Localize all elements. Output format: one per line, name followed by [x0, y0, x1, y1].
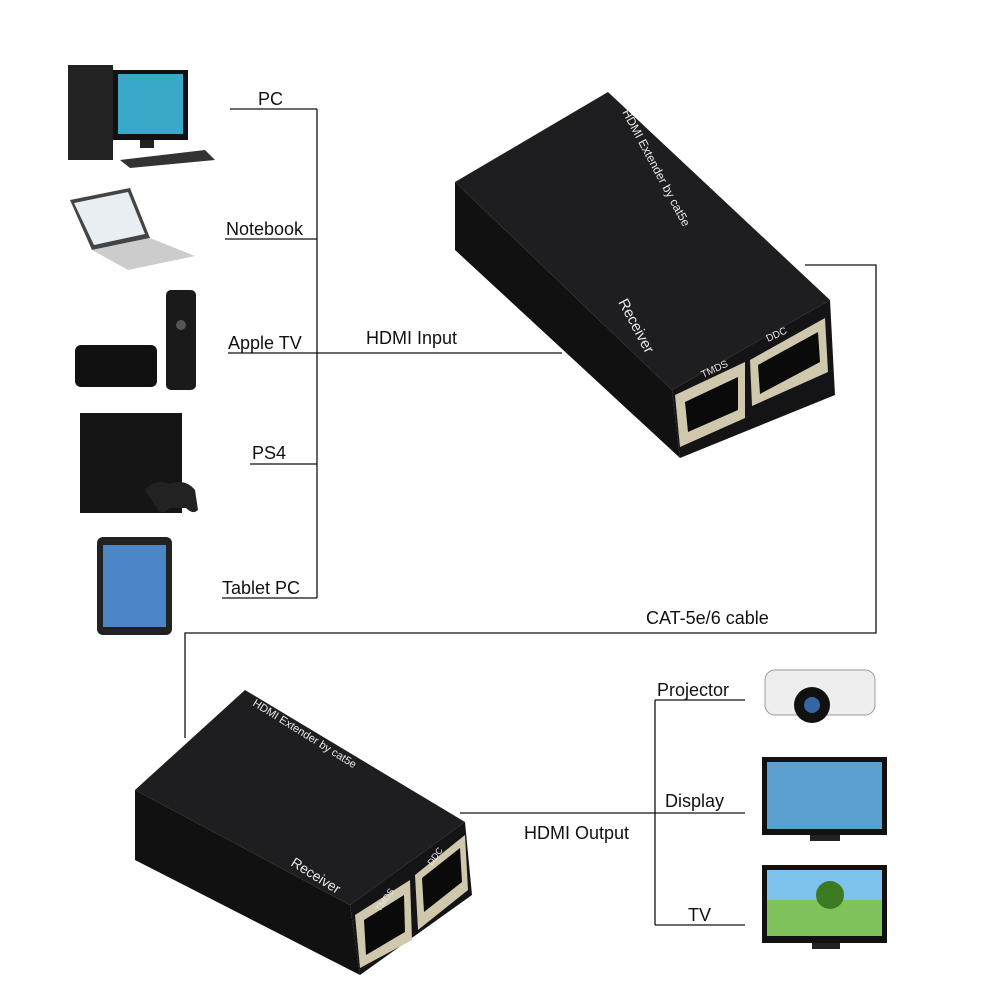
game-console-icon: [80, 413, 198, 513]
port-hole: [422, 848, 462, 912]
desktop-pc-icon: [68, 65, 215, 168]
extender-side: [455, 182, 680, 458]
label-tv: TV: [688, 905, 711, 925]
laptop-icon: [70, 188, 195, 270]
label-apple-tv: Apple TV: [228, 333, 302, 353]
extender-side: [135, 790, 360, 975]
label-tablet: Tablet PC: [222, 578, 300, 598]
extender-top: HDMI Extender by cat5e Receiver TMDS DDC: [455, 92, 835, 458]
apple-tv-icon: [75, 290, 196, 390]
monitor-icon: [762, 757, 887, 841]
label-notebook: Notebook: [226, 219, 304, 239]
label-cat-cable: CAT-5e/6 cable: [646, 608, 769, 628]
label-hdmi-input: HDMI Input: [366, 328, 457, 348]
port-hole: [364, 895, 405, 955]
label-projector: Projector: [657, 680, 729, 700]
tv-icon: [762, 865, 887, 949]
label-ps4: PS4: [252, 443, 286, 463]
label-pc: PC: [258, 89, 283, 109]
port-hole: [685, 377, 738, 432]
port-hole: [758, 332, 820, 394]
cat-cable-line: [184, 264, 877, 738]
connector-lines: [184, 108, 877, 926]
projector-icon: [764, 669, 876, 723]
extender-top-face: [455, 92, 830, 390]
tablet-icon: [97, 537, 172, 635]
extender-bottom: HDMI Extender by cat5e Receiver TMDS DDC: [135, 690, 472, 975]
label-hdmi-output: HDMI Output: [524, 823, 629, 843]
label-display: Display: [665, 791, 724, 811]
extender-top-face: [135, 690, 465, 905]
